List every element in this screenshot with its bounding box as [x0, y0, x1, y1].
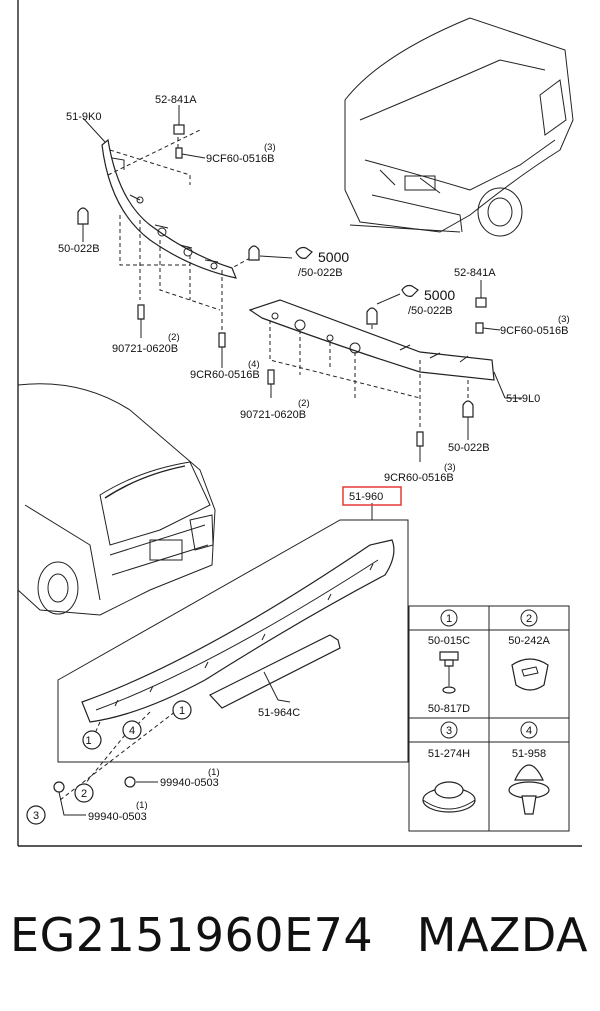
legend-num-1: 1	[446, 613, 452, 625]
bracket-51-9l0	[248, 299, 495, 430]
label-9cr60-mid: 9CR60-0516B	[384, 472, 454, 484]
part-number-text: EG2151960E74	[10, 908, 374, 962]
legend-num-4: 4	[526, 725, 532, 737]
label-50-022b-right: 50-022B	[448, 442, 490, 454]
bracket-51-9k0	[101, 129, 251, 330]
label-51-9l0: 51-9L0	[506, 393, 540, 405]
fasteners-right	[366, 280, 522, 462]
callout-1-b: 1	[179, 705, 185, 717]
label-9cf60-right: 9CF60-0516B	[500, 325, 569, 337]
legend-part-50-817d: 50-817D	[428, 703, 470, 715]
label-52-841a-top: 52-841A	[155, 94, 197, 106]
legend-labels: 1 2 3 4 50-015C 50-817D 50-242A 51-274H …	[428, 613, 551, 760]
part-labels: 51-9K0 52-841A (3) 9CF60-0516B 50-022B 5…	[33, 94, 570, 823]
label-9cr60-left-qty: (4)	[248, 359, 260, 370]
legend-part-51-958: 51-958	[512, 748, 546, 760]
brand-text: MAZDA	[416, 908, 588, 962]
legend-num-2: 2	[526, 613, 532, 625]
label-50-022b-b: /50-022B	[408, 305, 453, 317]
clip-5000-icon-b	[401, 284, 419, 297]
label-51-960: 51-960	[349, 491, 383, 503]
label-99940-a-qty: (1)	[208, 767, 220, 778]
label-5000-a: 5000	[318, 249, 349, 265]
callout-4: 4	[129, 725, 135, 737]
label-90721-mid: 90721-0620B	[240, 409, 306, 421]
clip-5000-icon-a	[295, 246, 313, 259]
caption-bar: EG2151960E74 MAZDA	[0, 895, 600, 975]
legend-part-51-274h: 51-274H	[428, 748, 470, 760]
washer-99940-a	[124, 776, 136, 788]
parts-diagram: 51-9K0 52-841A (3) 9CF60-0516B 50-022B 5…	[17, 0, 582, 847]
washer-99940-b	[53, 781, 65, 793]
label-99940-b-qty: (1)	[136, 800, 148, 811]
label-9cf60-right-qty: (3)	[558, 314, 570, 325]
highlight-box	[342, 486, 402, 506]
legend-part-50-015c: 50-015C	[428, 635, 470, 647]
label-90721-left: 90721-0620B	[112, 343, 178, 355]
callout-2: 2	[81, 788, 87, 800]
label-52-841a-right: 52-841A	[454, 267, 496, 279]
legend-part-50-242a: 50-242A	[508, 635, 550, 647]
callout-1-a: 1	[85, 735, 91, 747]
fasteners-left	[77, 105, 293, 398]
label-99940-a: 99940-0503	[160, 777, 219, 789]
label-50-022b-left: 50-022B	[58, 243, 100, 255]
label-90721-left-qty: (2)	[168, 332, 180, 343]
label-9cf60-top: 9CF60-0516B	[206, 153, 275, 165]
label-90721-mid-qty: (2)	[298, 398, 310, 409]
car-rear-illustration	[17, 383, 216, 616]
legend-box	[408, 605, 570, 832]
label-9cf60-top-qty: (3)	[264, 142, 276, 153]
label-51-9k0: 51-9K0	[66, 111, 101, 123]
label-51-964c: 51-964C	[258, 707, 300, 719]
callout-circles	[26, 700, 192, 825]
car-front-illustration	[344, 17, 574, 237]
spoiler-51-960	[57, 503, 409, 801]
callout-3: 3	[33, 810, 39, 822]
label-9cr60-mid-qty: (3)	[444, 462, 456, 473]
legend-num-3: 3	[446, 725, 452, 737]
label-50-022b-a: /50-022B	[298, 267, 343, 279]
label-5000-b: 5000	[424, 287, 455, 303]
label-9cr60-left: 9CR60-0516B	[190, 369, 260, 381]
label-99940-b: 99940-0503	[88, 811, 147, 823]
